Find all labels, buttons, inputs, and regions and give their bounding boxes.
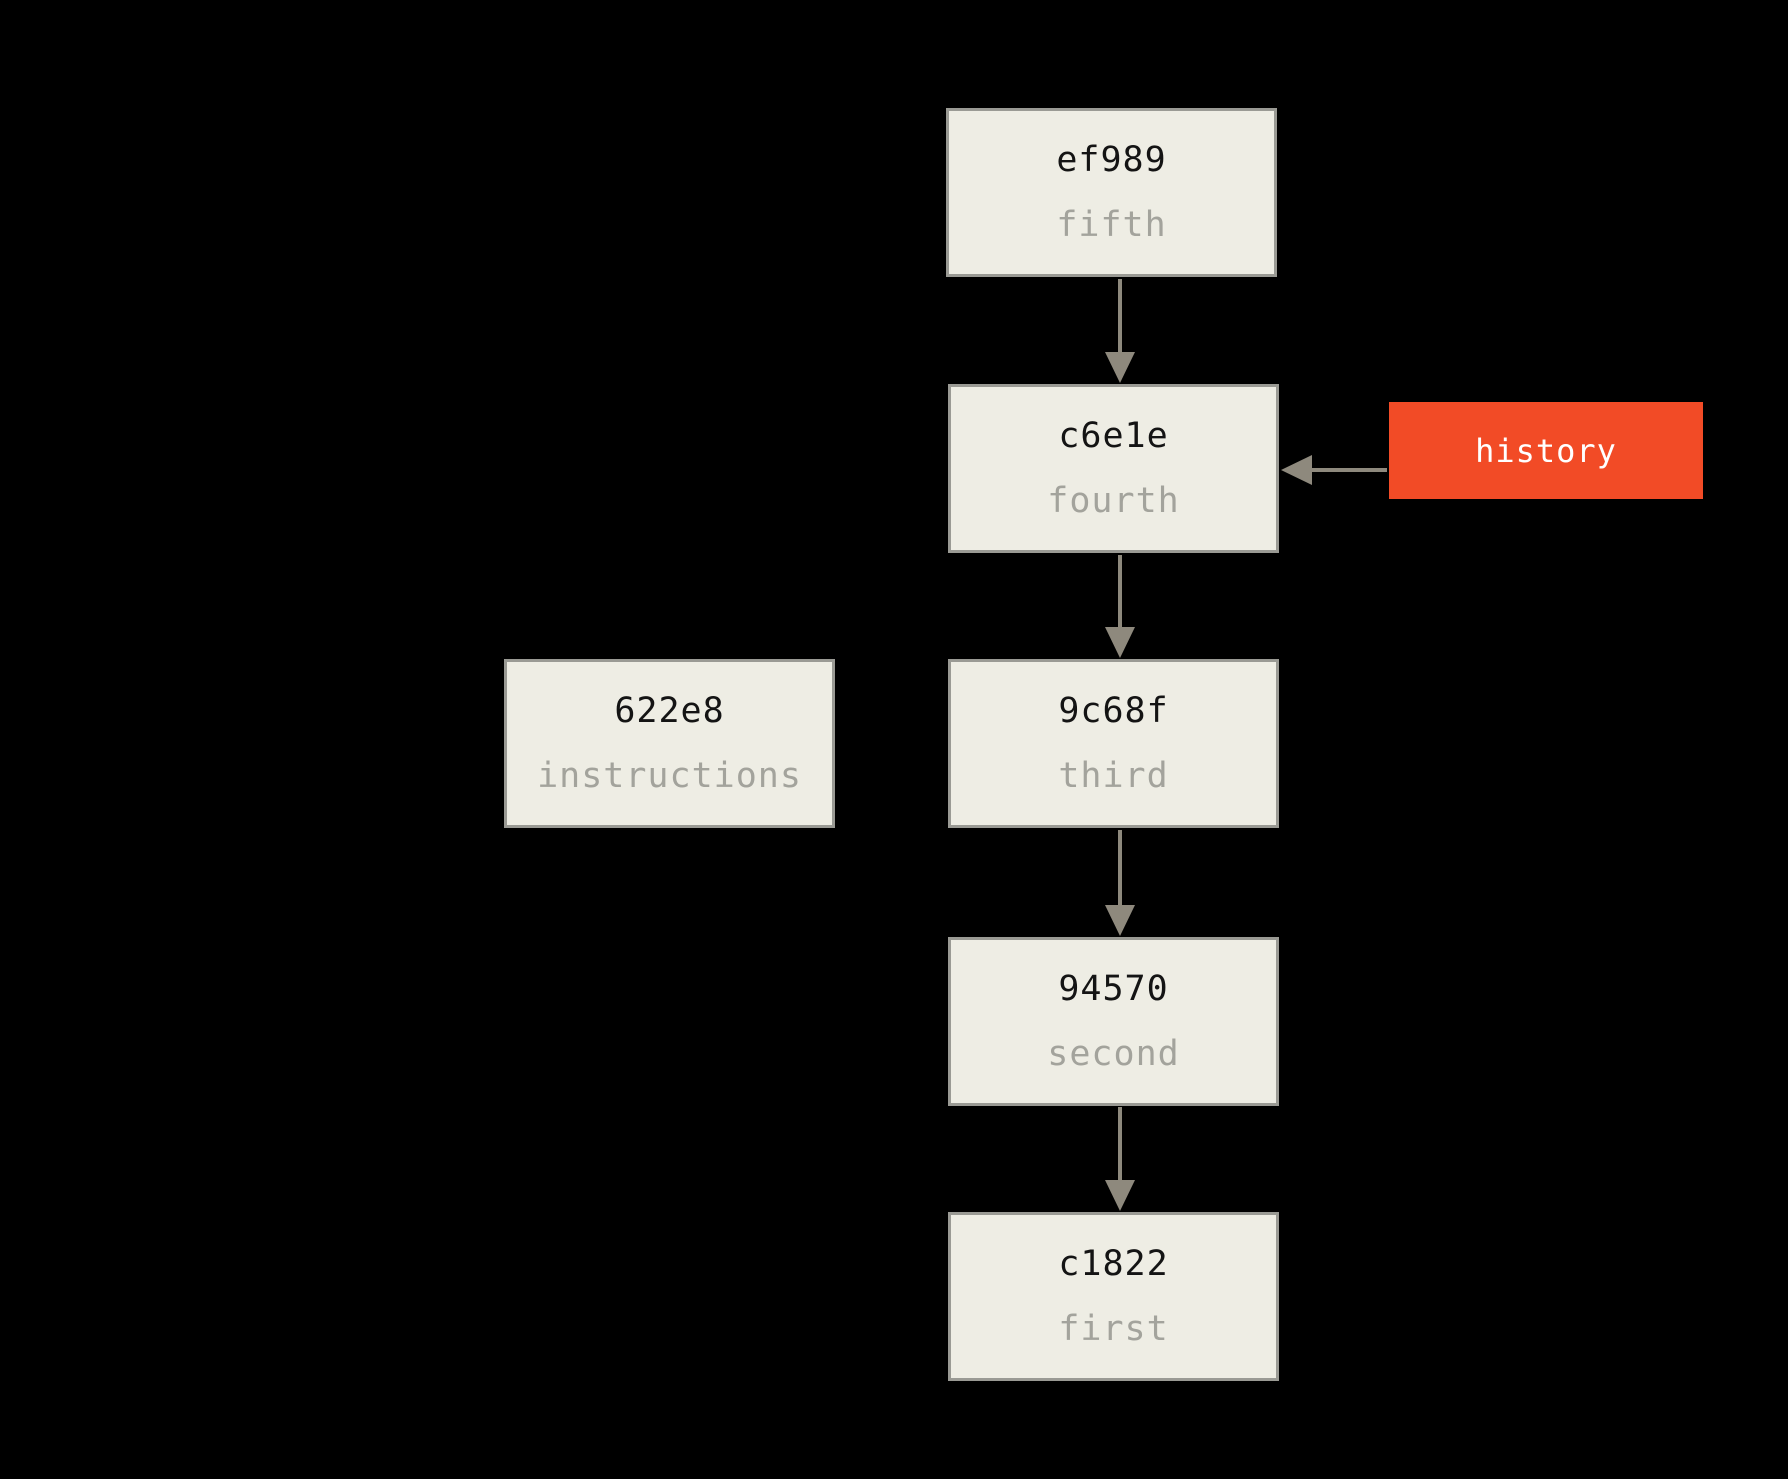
commit-node-94570: 94570 second — [948, 937, 1279, 1106]
commit-hash: 9c68f — [1058, 690, 1169, 731]
commit-node-622e8: 622e8 instructions — [504, 659, 835, 828]
arrow-history-to-c6e1e — [1281, 455, 1387, 485]
history-ref-box: history — [1389, 402, 1703, 499]
arrow-c6e1e-to-9c68f — [1105, 555, 1135, 658]
commit-node-9c68f: 9c68f third — [948, 659, 1279, 828]
arrow-94570-to-c1822 — [1105, 1107, 1135, 1211]
commit-label: third — [1058, 755, 1169, 796]
commit-label: first — [1058, 1308, 1169, 1349]
commit-label: second — [1047, 1033, 1180, 1074]
commit-hash: ef989 — [1056, 139, 1167, 180]
commit-hash: c1822 — [1058, 1243, 1169, 1284]
arrow-ef989-to-c6e1e — [1105, 279, 1135, 383]
commit-node-c6e1e: c6e1e fourth — [948, 384, 1279, 553]
commit-hash: 94570 — [1058, 968, 1169, 1009]
commit-label: fifth — [1056, 204, 1167, 245]
commit-label: fourth — [1047, 480, 1180, 521]
commit-node-ef989: ef989 fifth — [946, 108, 1277, 277]
arrow-9c68f-to-94570 — [1105, 830, 1135, 936]
history-ref-label: history — [1475, 431, 1617, 470]
commit-node-c1822: c1822 first — [948, 1212, 1279, 1381]
commit-hash: c6e1e — [1058, 415, 1169, 456]
commit-label: instructions — [537, 755, 802, 796]
commit-hash: 622e8 — [614, 690, 725, 731]
